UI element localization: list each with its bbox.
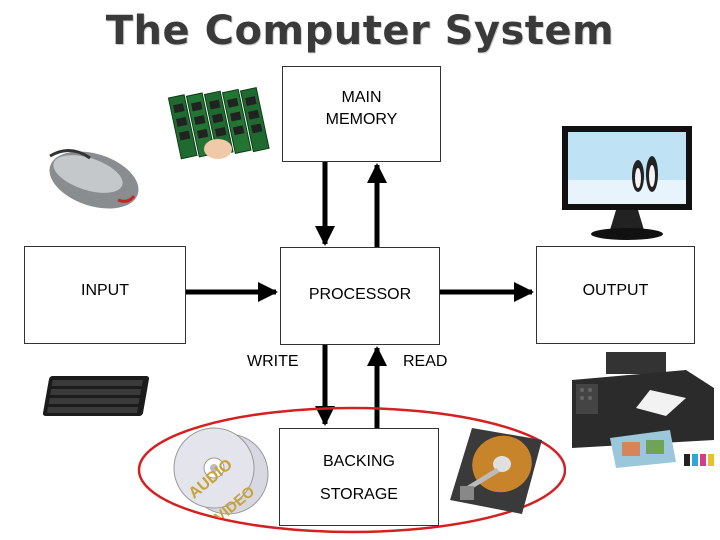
mouse-image (30, 138, 142, 214)
slide-title: The Computer System (105, 8, 615, 54)
backing-storage-label-line1: BACKING (322, 453, 395, 470)
ram-modules-image (168, 77, 280, 161)
monitor-image (560, 124, 694, 242)
main-memory-label-line2: MEMORY (325, 111, 398, 128)
main-memory-box: MAIN MEMORY (282, 66, 441, 162)
read-label: READ (403, 353, 448, 370)
keyboard-image (38, 362, 158, 424)
backing-storage-box: BACKING STORAGE (279, 428, 439, 526)
output-label: OUTPUT (582, 282, 649, 299)
input-box: INPUT (24, 246, 186, 344)
write-label: WRITE (247, 353, 299, 370)
cd-discs-image: AUDIO VIDEO (173, 427, 269, 518)
backing-storage-label-line2: STORAGE (320, 486, 398, 503)
main-memory-label-line1: MAIN (341, 89, 382, 106)
printer-image (566, 350, 718, 476)
processor-label: PROCESSOR (308, 286, 412, 303)
output-box: OUTPUT (536, 246, 695, 344)
input-label: INPUT (81, 282, 129, 299)
storage-highlight-ellipse (137, 406, 567, 534)
processor-box: PROCESSOR (280, 247, 440, 345)
hard-drive-image (450, 428, 542, 514)
